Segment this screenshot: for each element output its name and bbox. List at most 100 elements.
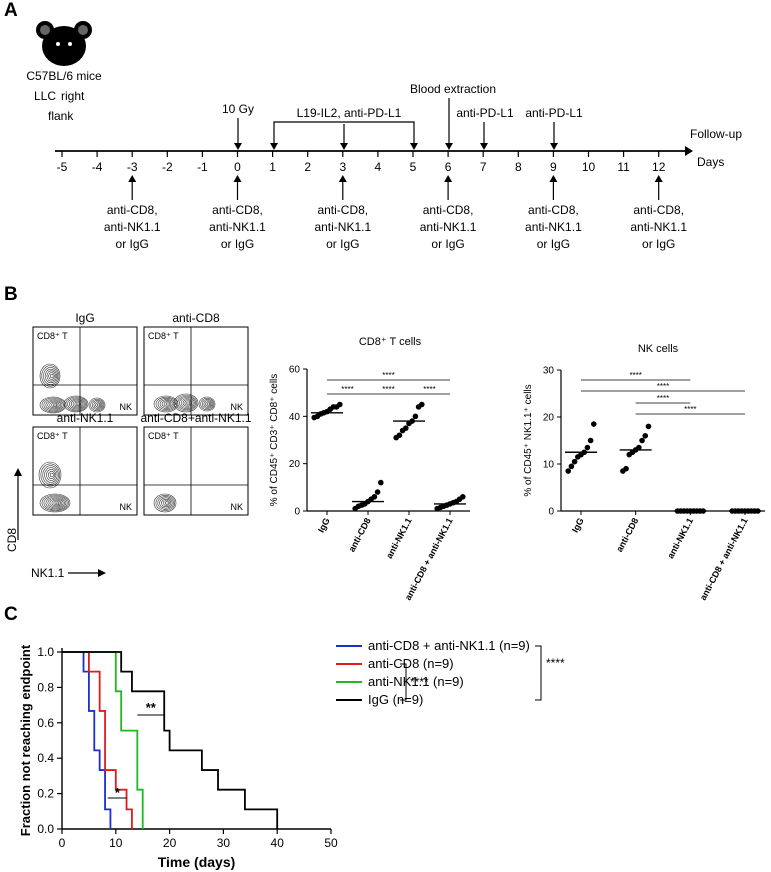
y-tick-label: 0.4 bbox=[37, 751, 54, 765]
flow-contour bbox=[161, 400, 173, 408]
y-tick-label: 40 bbox=[289, 412, 301, 423]
flow-contour bbox=[41, 365, 60, 387]
flow-contour bbox=[155, 396, 177, 412]
flow-plot-title: anti-NK1.1 bbox=[57, 411, 114, 425]
data-point bbox=[403, 425, 409, 431]
y-tick-label: 0 bbox=[294, 507, 300, 518]
data-point bbox=[645, 423, 652, 430]
timeline-tick-label: -1 bbox=[197, 160, 208, 174]
y-tick-label: 20 bbox=[543, 413, 555, 424]
depletion-label-line3: or IgG bbox=[537, 237, 570, 251]
depletion-label-line3: or IgG bbox=[431, 237, 464, 251]
follow-up-label: Follow-up bbox=[690, 127, 742, 141]
flow-contour bbox=[157, 496, 174, 510]
y-tick-label: 0 bbox=[548, 507, 554, 518]
timeline-tick-label: 11 bbox=[617, 160, 630, 174]
legend-significance: **** bbox=[546, 656, 565, 670]
depletion-label-line1: anti-CD8, bbox=[528, 203, 579, 217]
flow-contour bbox=[42, 465, 59, 485]
flow-plot-title: anti-CD8 bbox=[172, 311, 220, 325]
tumor-label-3: flank bbox=[48, 109, 74, 123]
flow-contour bbox=[93, 401, 103, 409]
y-tick-label: 0.0 bbox=[37, 822, 54, 836]
flow-contour bbox=[40, 463, 61, 487]
cd8-axis-label: CD8 bbox=[5, 528, 19, 552]
flow-contour bbox=[164, 501, 169, 505]
flow-contour bbox=[49, 498, 64, 508]
x-tick-label: anti-CD8 + anti-NK1.1 bbox=[403, 516, 455, 602]
depletion-arrowhead bbox=[128, 175, 137, 182]
significance-label: **** bbox=[629, 371, 641, 380]
flow-contour bbox=[63, 395, 89, 413]
flow-plot-frame bbox=[143, 426, 249, 516]
flow-contour bbox=[45, 496, 67, 510]
depletion-label-line3: or IgG bbox=[642, 237, 675, 251]
significance-label: * bbox=[115, 785, 121, 800]
depletion-arrowhead bbox=[444, 175, 453, 182]
flow-contour bbox=[161, 498, 172, 508]
depletion-label-line2: anti-NK1.1 bbox=[104, 220, 161, 234]
flow-plot-title: IgG bbox=[75, 311, 94, 325]
y-tick-label: 0.8 bbox=[37, 680, 54, 694]
flow-contour bbox=[44, 368, 57, 384]
timeline-tick-label: -5 bbox=[57, 160, 68, 174]
flow-contour bbox=[173, 393, 199, 413]
timeline-tick-label: 5 bbox=[410, 160, 417, 174]
irradiation-label: 10 Gy bbox=[222, 102, 254, 116]
timeline-tick-label: 2 bbox=[304, 160, 311, 174]
legend-entry: anti-CD8 + anti-NK1.1 (n=9) bbox=[368, 638, 530, 653]
flow-contour bbox=[39, 493, 71, 513]
depletion-arrowhead bbox=[549, 175, 558, 182]
timeline-tick-label: 10 bbox=[582, 160, 596, 174]
legend-bracket bbox=[535, 645, 542, 701]
flow-contour bbox=[175, 394, 198, 412]
flow-contour bbox=[55, 501, 60, 505]
depletion-label-line2: anti-NK1.1 bbox=[420, 220, 477, 234]
depletion-arrowhead bbox=[233, 175, 242, 182]
flow-contour bbox=[95, 402, 102, 408]
y-tick-label: 10 bbox=[543, 460, 555, 471]
x-tick-label: anti-CD8 bbox=[614, 516, 640, 553]
data-point bbox=[460, 494, 466, 500]
significance-label: **** bbox=[657, 394, 669, 403]
flow-contour bbox=[201, 399, 214, 409]
depletion-label-line2: anti-NK1.1 bbox=[525, 220, 582, 234]
data-point bbox=[412, 413, 419, 420]
flow-contour bbox=[41, 494, 69, 512]
x-tick-label: 30 bbox=[217, 836, 231, 850]
data-point bbox=[565, 468, 571, 474]
y-axis-label: Fraction not reaching endpoint bbox=[18, 644, 33, 836]
x-tick-label: IgG bbox=[316, 516, 332, 534]
flow-contour bbox=[163, 401, 172, 407]
flow-contour bbox=[198, 396, 216, 412]
timeline-tick-label: -4 bbox=[92, 160, 103, 174]
panel-label-a: A bbox=[4, 0, 18, 21]
flow-contour bbox=[70, 399, 84, 409]
y-axis-label: % of CD45⁺ CD3⁺ CD8⁺ cells bbox=[269, 374, 280, 507]
data-point bbox=[636, 444, 642, 451]
flow-contour bbox=[43, 367, 59, 385]
flow-contour bbox=[91, 400, 104, 410]
flow-contour bbox=[50, 373, 54, 379]
y-tick-label: 0.2 bbox=[37, 787, 54, 801]
depletion-label-line2: anti-NK1.1 bbox=[209, 220, 266, 234]
flow-contour bbox=[48, 372, 55, 380]
y-tick-label: 20 bbox=[289, 459, 301, 470]
timeline-tick-label: 3 bbox=[339, 160, 346, 174]
x-tick-label: IgG bbox=[570, 516, 586, 534]
survival-curve bbox=[62, 651, 279, 829]
flow-contour bbox=[47, 400, 62, 410]
flow-contour bbox=[88, 397, 106, 413]
x-tick-label: 0 bbox=[59, 836, 66, 850]
depletion-label-line1: anti-CD8, bbox=[633, 203, 684, 217]
depletion-label-line1: anti-CD8, bbox=[317, 203, 368, 217]
chart-title: CD8⁺ T cells bbox=[359, 336, 422, 348]
flow-contour bbox=[65, 396, 88, 412]
survival-curve bbox=[62, 651, 133, 829]
flow-contour bbox=[153, 493, 177, 513]
depletion-label-line2: anti-NK1.1 bbox=[630, 220, 687, 234]
treatment-label: L19-IL2, anti-PD-L1 bbox=[297, 106, 402, 120]
